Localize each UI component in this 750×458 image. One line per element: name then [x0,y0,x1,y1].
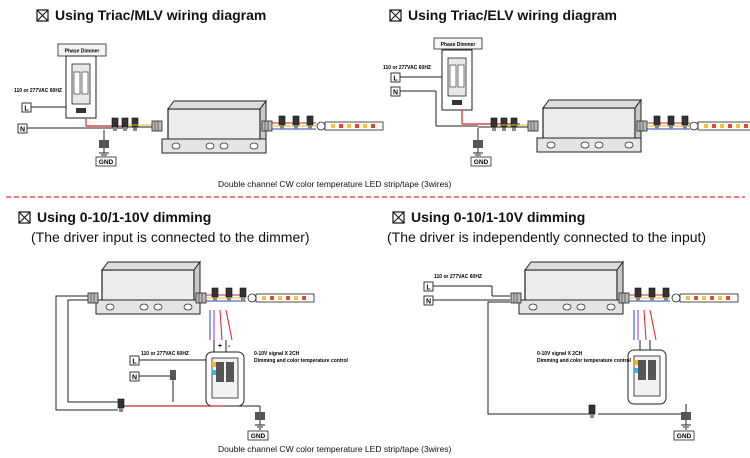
svg-text:N: N [20,127,25,134]
phase-dimmer-label-box-q2 [433,37,483,50]
checkbox-icon-q2 [389,9,402,22]
svg-text:-: - [228,343,231,350]
diagram-q3: + - 0-10V signal X 2CH Dimming and color… [55,261,349,441]
gnd-label-q3: GND [251,433,266,440]
gnd-label-q4: GND [677,433,692,440]
title-triac-mlv: Using Triac/MLV wiring diagram [55,7,267,23]
signal-desc-q4: Dimming and color temperature control [537,358,632,364]
led-strip-q3 [247,293,315,303]
diagram-q2: Phase Dimmer 110 or 277VAC 60HZ L N GND [383,37,750,167]
led-strip-q2 [689,121,750,131]
phase-dimmer-label-q2: Phase Dimmer [441,42,476,48]
voltage-label-q1: 110 or 277VAC 60HZ [14,88,62,94]
checkbox-icon-q3 [18,211,31,224]
phase-dimmer-label-q1: Phase Dimmer [65,49,100,55]
led-driver-q4 [518,261,624,315]
gnd-label-box-q1 [95,156,117,167]
led-driver-q1 [161,100,267,154]
voltage-label-q3: 110 or 277VAC 60HZ [141,351,189,357]
diagram-q4: 110 or 277VAC 60HZ L N 0-10V sign [423,261,739,441]
diagram-q1: Phase Dimmer L 110 or 277VAC 60HZ N GND [14,43,384,167]
title-0-10v-dimmer-input: Using 0-10/1-10V dimming [37,209,212,225]
svg-text:+: + [218,343,222,350]
led-driver-q3 [95,261,201,315]
signal-label-q4: 0-10V signal X 2CH [537,351,583,357]
svg-text:L: L [24,106,29,113]
caption-bottom: Double channel CW color temperature LED … [218,444,452,454]
led-strip-q4 [671,293,739,303]
gnd-label-box-q3 [247,430,269,441]
gnd-label-box-q2 [470,156,492,167]
gnd-label-q2: GND [474,159,489,166]
gnd-label-q1: GND [99,159,114,166]
led-strip-q1 [316,121,384,131]
svg-text:N: N [132,375,137,382]
svg-text:L: L [393,76,398,83]
checkbox-icon-q4 [392,211,405,224]
checkbox-icon-q1 [36,9,49,22]
led-driver-q2 [536,99,642,153]
svg-text:L: L [426,285,431,292]
svg-text:N: N [393,90,398,97]
gnd-label-box-q4 [673,430,695,441]
title-0-10v-independent: Using 0-10/1-10V dimming [411,209,586,225]
title-triac-elv: Using Triac/ELV wiring diagram [408,7,618,23]
subtitle-0-10v-independent: (The driver is independently connected t… [387,229,707,245]
signal-desc-q3: Dimming and color temperature control [254,358,349,364]
svg-text:N: N [426,299,431,306]
signal-label-q3: 0-10V signal X 2CH [254,351,300,357]
caption-top: Double channel CW color temperature LED … [218,179,452,189]
subtitle-0-10v-dimmer-input: (The driver input is connected to the di… [31,229,310,245]
svg-text:L: L [132,359,137,366]
voltage-label-q4: 110 or 277VAC 60HZ [434,274,482,280]
voltage-label-q2: 110 or 277VAC 60HZ [383,65,431,71]
